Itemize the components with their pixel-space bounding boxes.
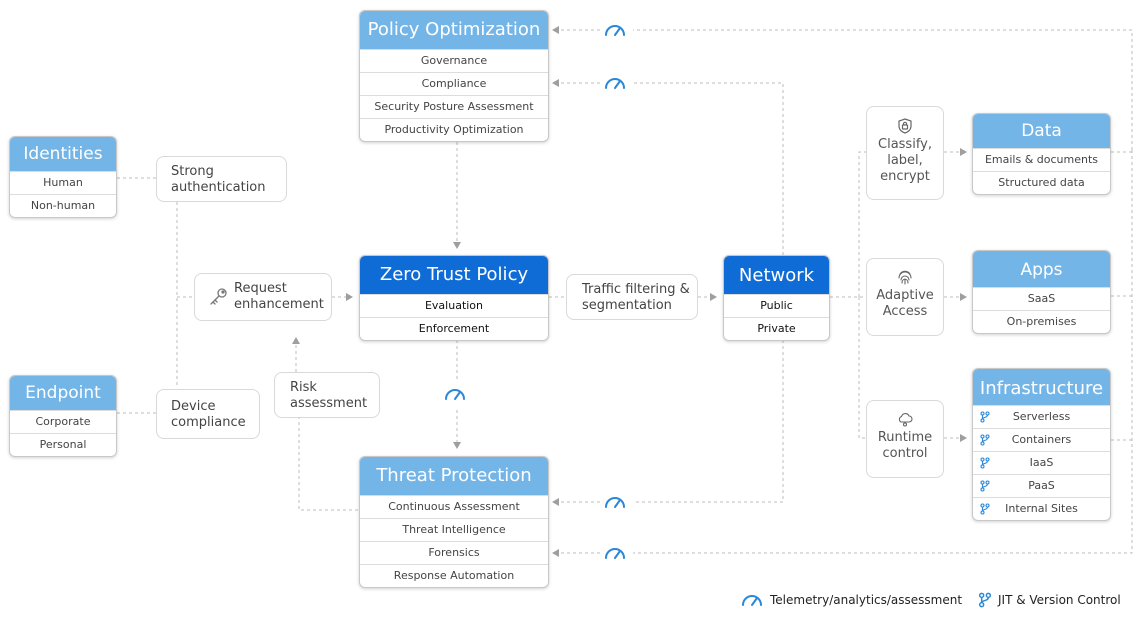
identities-item: Non-human — [10, 194, 116, 217]
strong-authentication-box: Strong authentication — [156, 156, 287, 202]
adaptive-access-line: Adaptive — [876, 288, 934, 303]
data-title: Data — [973, 114, 1110, 148]
infrastructure-title: Infrastructure — [973, 369, 1110, 405]
infrastructure-item-label: IaaS — [1029, 456, 1054, 469]
runtime-control-line: Runtime — [877, 430, 933, 445]
infrastructure-item: IaaS — [973, 451, 1110, 474]
infrastructure-item-label: PaaS — [1028, 479, 1055, 492]
threat-protection-item: Response Automation — [360, 564, 548, 587]
gauge-icon — [445, 389, 465, 400]
legend-telemetry-label: Telemetry/analytics/assessment — [770, 593, 963, 607]
apps-title: Apps — [973, 251, 1110, 287]
network-item: Public — [724, 294, 829, 317]
gauge-icon — [605, 78, 625, 89]
runtime-control-box: Runtime control — [866, 400, 944, 478]
key-icon — [210, 288, 227, 305]
adaptive-access-control-box: Adaptive Access — [866, 258, 944, 336]
zero-trust-policy-card: Zero Trust Policy Evaluation Enforcement — [359, 255, 549, 341]
classify-line: Classify, — [878, 137, 932, 152]
data-item: Emails & documents — [973, 148, 1110, 171]
threat-protection-item: Threat Intelligence — [360, 518, 548, 541]
policy-optimization-item: Productivity Optimization — [360, 118, 548, 141]
endpoint-card: Endpoint Corporate Personal — [9, 375, 117, 457]
infrastructure-item-label: Containers — [1011, 433, 1072, 446]
gauge-icon — [605, 548, 625, 559]
zero-trust-policy-item: Evaluation — [360, 294, 548, 317]
traffic-filtering-box: Traffic filtering & segmentation — [566, 274, 698, 320]
request-enhancement-box: Request enhancement — [194, 273, 332, 321]
infrastructure-item: Internal Sites — [973, 497, 1110, 520]
gauge-icon — [742, 595, 762, 606]
classify-line: encrypt — [880, 169, 930, 184]
request-enhancement-line: Request — [234, 281, 287, 296]
identities-item: Human — [10, 171, 116, 194]
infrastructure-item-label: Internal Sites — [1005, 502, 1078, 515]
device-compliance-box: Device compliance — [156, 389, 260, 439]
classify-line: label, — [887, 153, 923, 168]
branch-icon — [980, 434, 990, 446]
legend-jit: JIT & Version Control — [978, 592, 1121, 608]
legend-telemetry: Telemetry/analytics/assessment — [740, 592, 962, 608]
risk-assessment-line: Risk — [290, 380, 317, 395]
branch-icon — [980, 457, 990, 469]
data-item: Structured data — [973, 171, 1110, 194]
gauge-icon — [605, 25, 625, 36]
traffic-filtering-line: segmentation — [582, 298, 672, 313]
policy-optimization-item: Compliance — [360, 72, 548, 95]
gauge-icon — [605, 497, 625, 508]
infrastructure-item: Containers — [973, 428, 1110, 451]
zero-trust-policy-title: Zero Trust Policy — [360, 256, 548, 294]
strong-authentication-line: Strong — [171, 164, 214, 179]
threat-protection-item: Forensics — [360, 541, 548, 564]
network-title: Network — [724, 256, 829, 294]
adaptive-access-line: Access — [882, 304, 928, 319]
risk-assessment-box: Risk assessment — [274, 372, 380, 418]
apps-item: SaaS — [973, 287, 1110, 310]
branch-icon — [978, 592, 992, 608]
strong-authentication-line: authentication — [171, 180, 266, 195]
policy-optimization-title: Policy Optimization — [360, 11, 548, 49]
threat-protection-title: Threat Protection — [360, 457, 548, 495]
branch-icon — [980, 411, 990, 423]
legend-jit-label: JIT & Version Control — [998, 593, 1121, 607]
policy-optimization-item: Governance — [360, 49, 548, 72]
zero-trust-policy-item: Enforcement — [360, 317, 548, 340]
apps-item: On-premises — [973, 310, 1110, 333]
infrastructure-card: Infrastructure Serverless Containers Iaa… — [972, 368, 1111, 521]
traffic-filtering-line: Traffic filtering & — [582, 282, 690, 297]
fingerprint-icon — [898, 270, 912, 285]
endpoint-title: Endpoint — [10, 376, 116, 410]
branch-icon — [980, 503, 990, 515]
policy-optimization-card: Policy Optimization Governance Complianc… — [359, 10, 549, 142]
device-compliance-line: compliance — [171, 415, 246, 430]
endpoint-item: Personal — [10, 433, 116, 456]
runtime-control-line: control — [882, 446, 928, 461]
data-card: Data Emails & documents Structured data — [972, 113, 1111, 195]
identities-title: Identities — [10, 137, 116, 171]
network-card: Network Public Private — [723, 255, 830, 341]
classify-control-box: Classify, label, encrypt — [866, 106, 944, 200]
request-enhancement-line: enhancement — [234, 297, 324, 312]
threat-protection-item: Continuous Assessment — [360, 495, 548, 518]
device-compliance-line: Device — [171, 399, 216, 414]
branch-icon — [980, 480, 990, 492]
infrastructure-item: PaaS — [973, 474, 1110, 497]
threat-protection-card: Threat Protection Continuous Assessment … — [359, 456, 549, 588]
infrastructure-item: Serverless — [973, 405, 1110, 428]
infrastructure-item-label: Serverless — [1012, 410, 1071, 423]
policy-optimization-item: Security Posture Assessment — [360, 95, 548, 118]
network-item: Private — [724, 317, 829, 340]
cloud-gear-icon — [898, 413, 913, 427]
risk-assessment-line: assessment — [290, 396, 368, 411]
identities-card: Identities Human Non-human — [9, 136, 117, 218]
apps-card: Apps SaaS On-premises — [972, 250, 1111, 334]
shield-lock-icon — [898, 118, 912, 134]
endpoint-item: Corporate — [10, 410, 116, 433]
